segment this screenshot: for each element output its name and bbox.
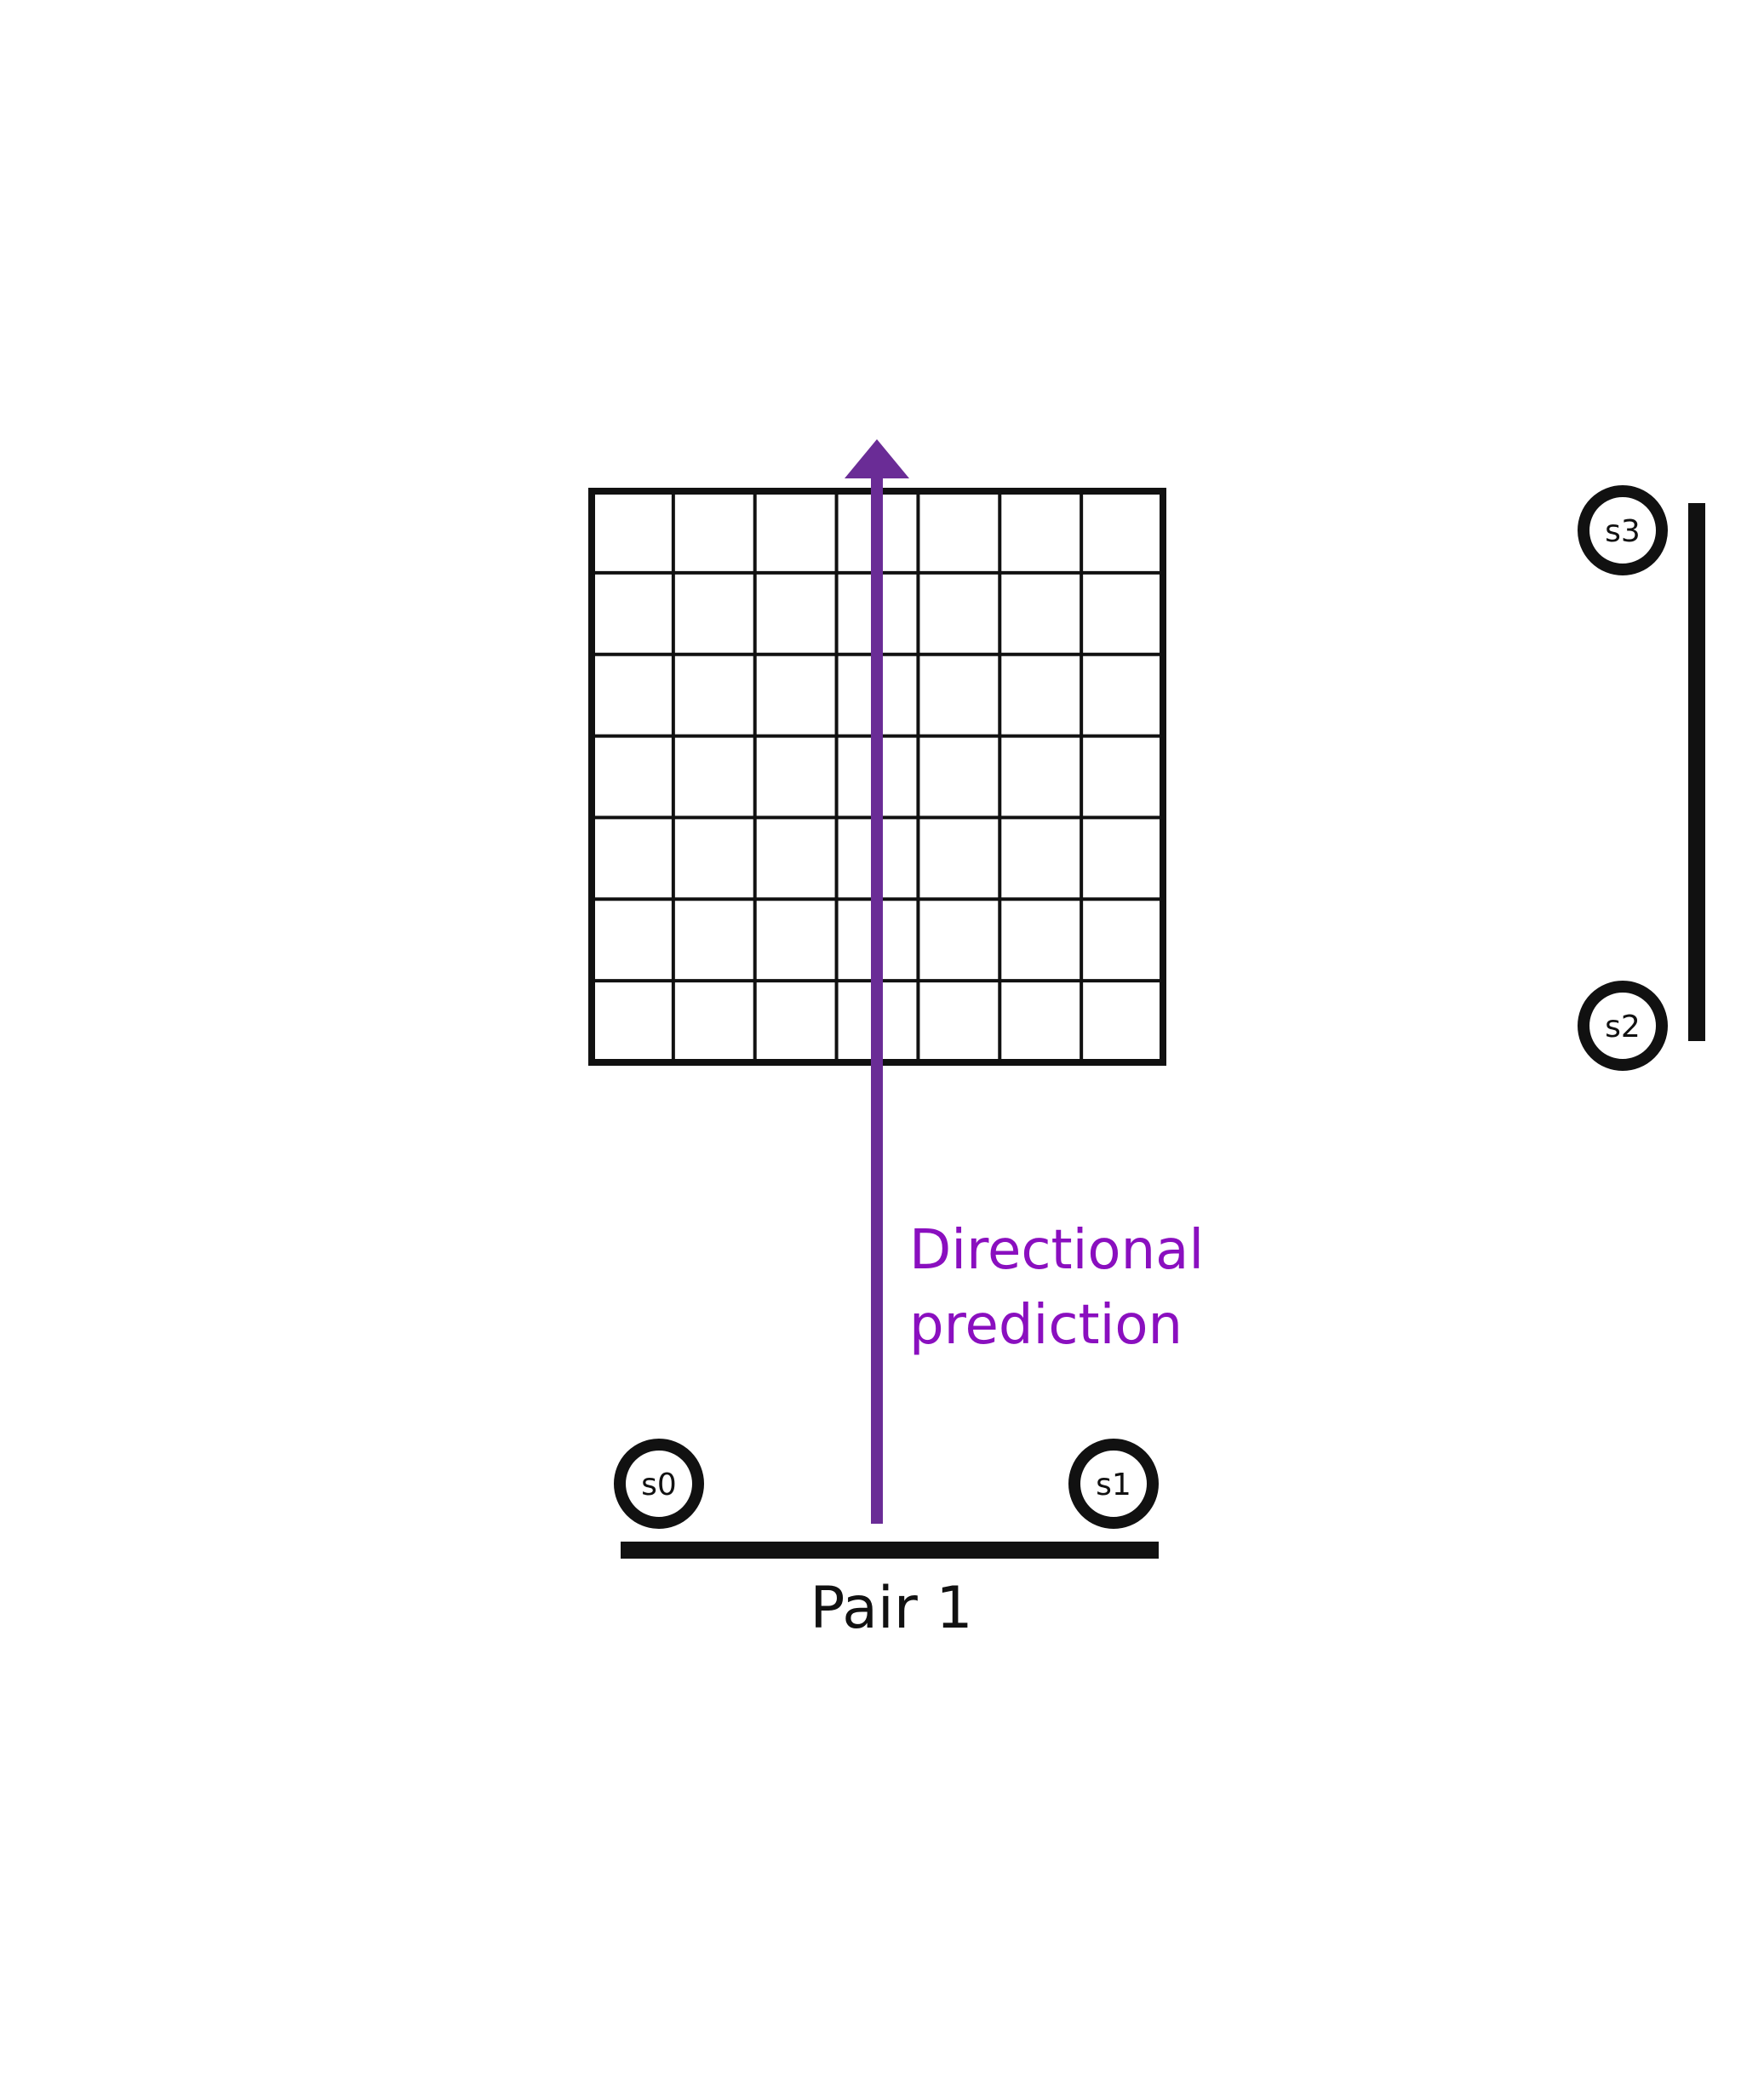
sensor-s3: s3 (1578, 485, 1668, 575)
arrow-label-line1: Directional (909, 1219, 1204, 1282)
sensor-s2: s2 (1578, 981, 1668, 1071)
sensor-s1-ring (1068, 1439, 1159, 1529)
sensor-s2-ring (1578, 981, 1668, 1071)
sensor-s3-ring (1578, 485, 1668, 575)
sensor-s1: s1 (1068, 1439, 1159, 1529)
arrow-shaft (871, 477, 883, 1524)
pair2-bar (1688, 503, 1705, 1041)
sensor-s2-label: s2 (1605, 1010, 1641, 1044)
sensor-s1-label: s1 (1096, 1468, 1131, 1502)
sensor-s0-ring (614, 1439, 704, 1529)
arrow-label-line2: prediction (909, 1294, 1183, 1357)
directional-arrow (845, 439, 909, 1524)
arrow-head (845, 439, 909, 478)
pair1-label: Pair 1 (810, 1575, 972, 1642)
sensor-s0: s0 (614, 1439, 704, 1529)
pair1-bar (621, 1542, 1159, 1559)
sensor-s0-label: s0 (641, 1468, 677, 1502)
sensor-s3-label: s3 (1605, 514, 1641, 549)
